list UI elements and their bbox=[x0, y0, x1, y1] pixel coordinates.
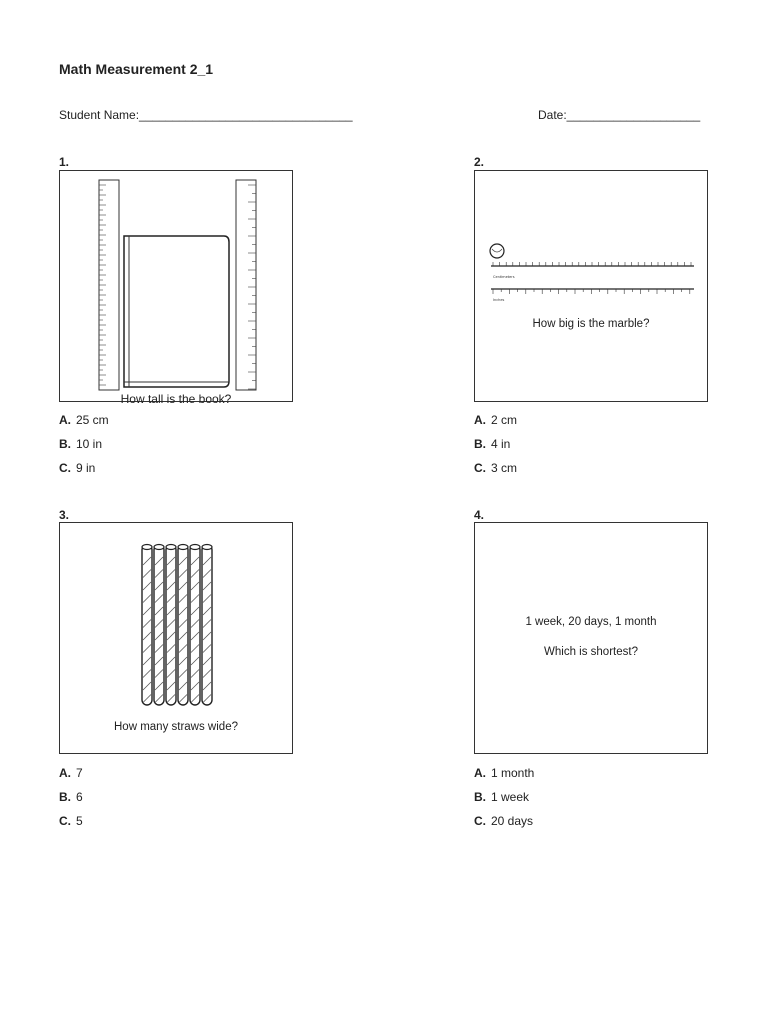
choice-c[interactable]: C.9 in bbox=[59, 461, 96, 475]
straws-illustration bbox=[141, 543, 213, 706]
question-3-prompt: How many straws wide? bbox=[114, 721, 238, 733]
choice-b[interactable]: B.1 week bbox=[474, 790, 530, 804]
choice-a[interactable]: A.7 bbox=[59, 766, 83, 780]
choice-a[interactable]: A.2 cm bbox=[474, 413, 518, 427]
inch-ruler bbox=[235, 179, 257, 391]
page-title: Math Measurement 2_1 bbox=[59, 61, 214, 77]
question-2-prompt: How big is the marble? bbox=[532, 318, 650, 330]
question-2-number: 2. bbox=[474, 155, 485, 169]
student-name-field[interactable]: Student Name:___________________________… bbox=[59, 108, 353, 122]
date-field[interactable]: Date:____________________ bbox=[538, 108, 701, 122]
question-1-prompt: How tall is the book? bbox=[120, 392, 232, 406]
choice-c[interactable]: C.20 days bbox=[474, 814, 534, 828]
book-ruler-illustration bbox=[98, 179, 257, 391]
marble-ruler-illustration: Centimeters Inches bbox=[489, 243, 694, 302]
straw bbox=[141, 543, 153, 706]
question-3-figure: How many straws wide? bbox=[59, 522, 293, 754]
question-2-figure: Centimeters Inches How big is the marble… bbox=[474, 170, 708, 402]
straw bbox=[201, 543, 213, 706]
centimeters-label: Centimeters bbox=[493, 275, 515, 279]
choice-b[interactable]: B.10 in bbox=[59, 437, 103, 451]
inches-label: Inches bbox=[493, 298, 505, 302]
straw bbox=[177, 543, 189, 706]
question-4-options-text: 1 week, 20 days, 1 month bbox=[525, 616, 657, 628]
question-3-number: 3. bbox=[59, 508, 70, 522]
choice-c[interactable]: C.3 cm bbox=[474, 461, 518, 475]
straw bbox=[189, 543, 201, 706]
book-icon bbox=[123, 235, 230, 388]
choice-b[interactable]: B.6 bbox=[59, 790, 83, 804]
question-4-figure: 1 week, 20 days, 1 month Which is shorte… bbox=[474, 522, 708, 754]
question-4-number: 4. bbox=[474, 508, 485, 522]
straw bbox=[165, 543, 177, 706]
question-1-number: 1. bbox=[59, 155, 70, 169]
marble-icon bbox=[489, 243, 505, 259]
question-4-choices: A.1 month B.1 week C.20 days bbox=[474, 766, 534, 838]
question-2-choices: A.2 cm B.4 in C.3 cm bbox=[474, 413, 517, 485]
choice-a[interactable]: A.25 cm bbox=[59, 413, 109, 427]
choice-c[interactable]: C.5 bbox=[59, 814, 83, 828]
choice-b[interactable]: B.4 in bbox=[474, 437, 511, 451]
question-1-figure: How tall is the book? bbox=[59, 170, 293, 406]
straw bbox=[153, 543, 165, 706]
question-4-prompt: Which is shortest? bbox=[544, 646, 638, 658]
choice-a[interactable]: A.1 month bbox=[474, 766, 535, 780]
question-3-choices: A.7 B.6 C.5 bbox=[59, 766, 83, 838]
question-1-choices: A.25 cm B.10 in C.9 in bbox=[59, 413, 109, 485]
